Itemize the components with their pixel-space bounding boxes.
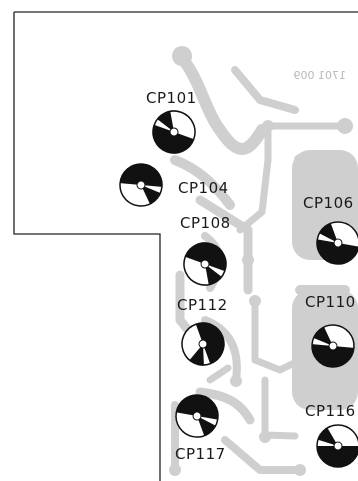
- trimmer-dark-half: [317, 239, 358, 264]
- trimmer-wedge: [313, 327, 333, 346]
- trimmer-cp104: [119, 163, 163, 207]
- component-label-cp110: CP110: [305, 293, 356, 311]
- trimmer-wedge: [157, 111, 174, 132]
- trimmer-cp110: [311, 324, 355, 368]
- trimmer-wedge: [319, 223, 338, 243]
- trimmer-dark-half: [317, 446, 358, 467]
- component-label-cp101: CP101: [146, 89, 197, 107]
- trimmer-dark-half: [153, 124, 194, 153]
- trimmer-cp108: [183, 242, 227, 286]
- trimmer-dark-half: [185, 243, 226, 272]
- component-label-cp106: CP106: [303, 194, 354, 212]
- trimmer-dark-half: [120, 164, 162, 187]
- trimmer-wedge: [141, 185, 161, 204]
- component-label-cp104: CP104: [178, 179, 229, 197]
- component-label-cp112: CP112: [177, 296, 228, 314]
- trimmer-wedge: [318, 427, 338, 446]
- trimmer-hub: [328, 341, 338, 351]
- trimmer-hub: [169, 127, 179, 137]
- trimmer-hub: [333, 441, 343, 451]
- trimmer-dark-half: [195, 323, 224, 364]
- component-label-cp116: CP116: [305, 402, 356, 420]
- trimmer-cp101: [152, 110, 196, 154]
- board-code: 1701 009: [294, 69, 347, 82]
- trimmer-cp112: [181, 322, 225, 366]
- trimmer-dark-half: [176, 395, 218, 420]
- trimmer-wedge: [197, 416, 216, 436]
- copper-traces: [170, 52, 351, 474]
- trimmer-hub: [136, 180, 146, 190]
- component-label-cp117: CP117: [175, 445, 226, 463]
- board-outline: [13, 11, 358, 481]
- trimmer-wedge: [205, 264, 222, 285]
- trimmer-hub: [200, 259, 210, 269]
- trimmer-cp116: [316, 424, 358, 468]
- component-label-cp108: CP108: [180, 214, 231, 232]
- trimmer-cp106: [316, 221, 358, 265]
- trimmer-hub: [198, 339, 208, 349]
- trimmer-hub: [333, 238, 343, 248]
- trimmer-dark-half: [312, 344, 354, 367]
- trimmer-wedge: [189, 344, 204, 365]
- trimmer-cp117: [175, 394, 219, 438]
- trimmer-hub: [192, 411, 202, 421]
